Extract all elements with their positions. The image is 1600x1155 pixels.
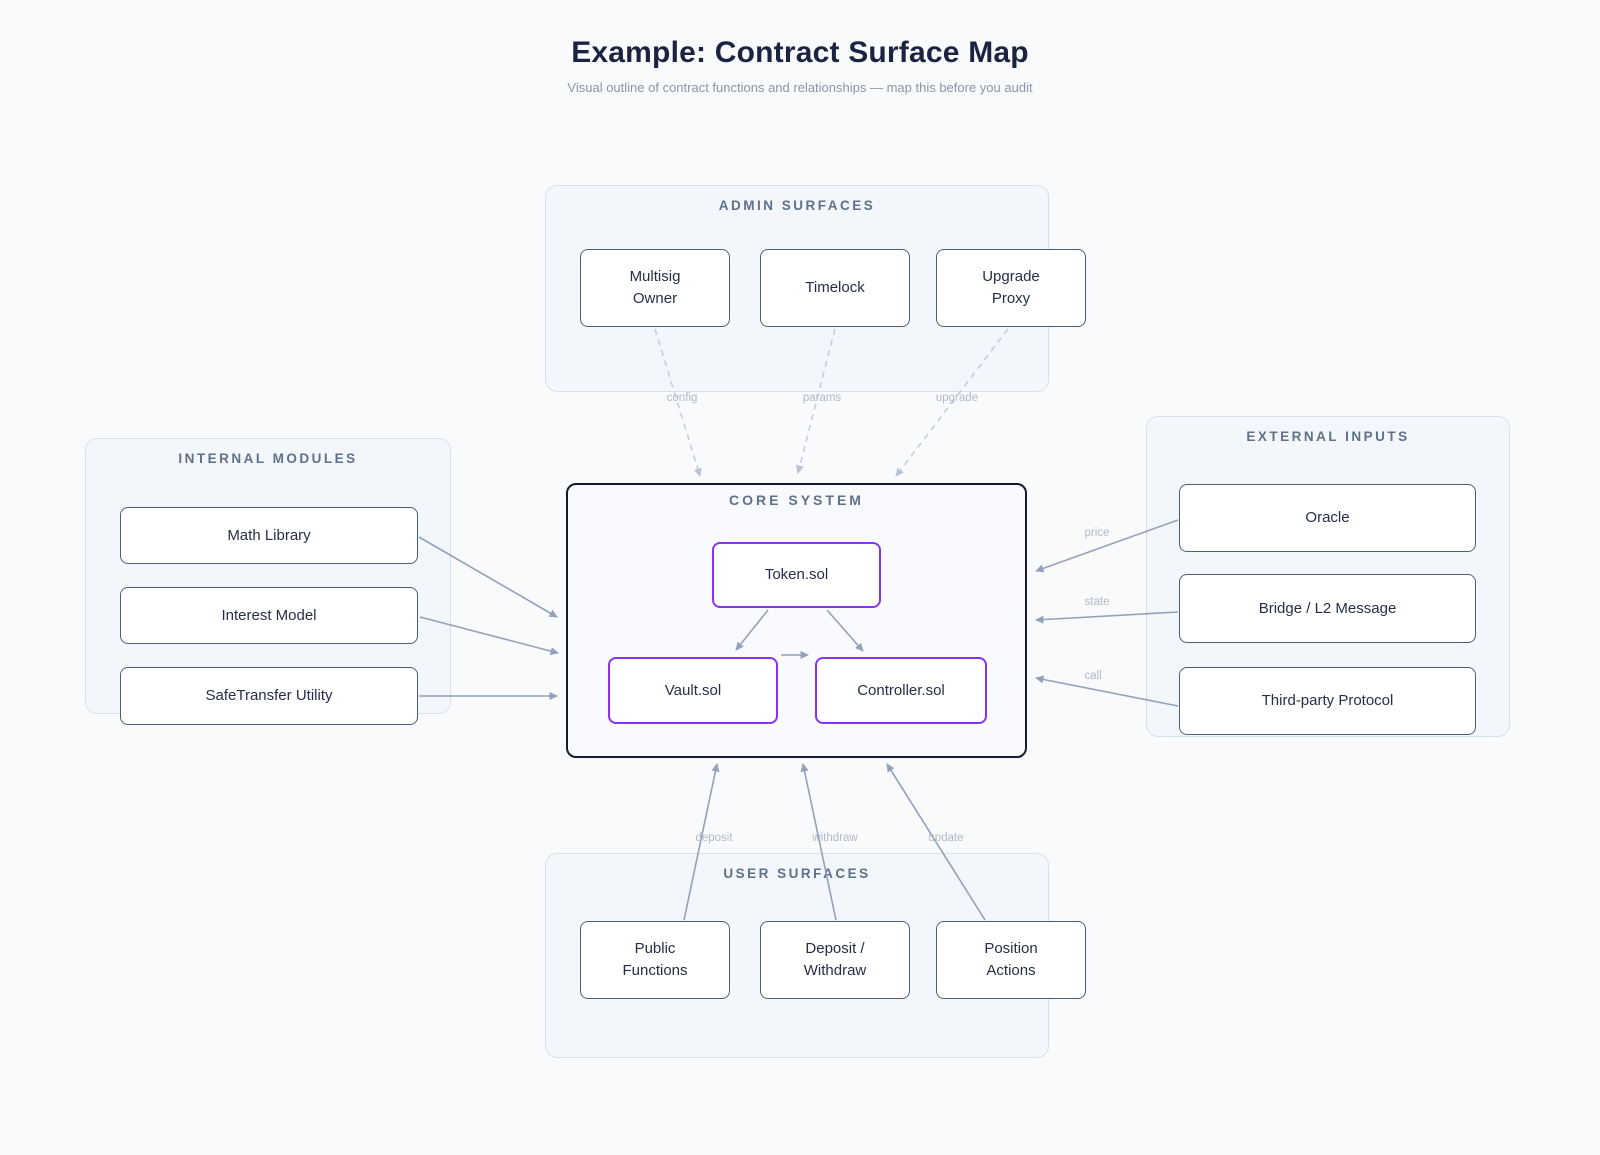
node-vault-sol: Vault.sol xyxy=(608,657,778,724)
edge-label-deposit: deposit xyxy=(695,832,733,844)
node-bridge-l2-message: Bridge / L2 Message xyxy=(1179,574,1476,643)
group-external-title: EXTERNAL INPUTS xyxy=(1246,429,1410,444)
node-oracle: Oracle xyxy=(1179,484,1476,552)
page-subtitle: Visual outline of contract functions and… xyxy=(567,80,1033,95)
group-core-title: CORE SYSTEM xyxy=(729,492,864,508)
edge-label-price: price xyxy=(1084,527,1110,539)
node-upgrade-proxy: Upgrade Proxy xyxy=(936,249,1086,327)
header: Example: Contract Surface Map Visual out… xyxy=(0,0,1600,95)
group-user-title: USER SURFACES xyxy=(723,866,871,881)
edge-label-params: params xyxy=(802,392,842,404)
group-internal-title: INTERNAL MODULES xyxy=(178,451,358,466)
edge-label-config: config xyxy=(666,392,698,404)
edge-label-withdraw: withdraw xyxy=(812,832,858,844)
page-title: Example: Contract Surface Map xyxy=(571,36,1029,69)
edge-label-update: update xyxy=(928,832,964,844)
node-interest-model: Interest Model xyxy=(120,587,418,644)
node-deposit-withdraw: Deposit / Withdraw xyxy=(760,921,910,999)
edge-label-upgrade: upgrade xyxy=(935,392,979,404)
group-admin-title: ADMIN SURFACES xyxy=(718,198,876,213)
node-safetransfer-utility: SafeTransfer Utility xyxy=(120,667,418,725)
node-third-party-protocol: Third-party Protocol xyxy=(1179,667,1476,735)
node-timelock: Timelock xyxy=(760,249,910,327)
node-math-library: Math Library xyxy=(120,507,418,564)
node-position-actions: Position Actions xyxy=(936,921,1086,999)
node-controller-sol: Controller.sol xyxy=(815,657,987,724)
edge-label-call: call xyxy=(1084,670,1102,682)
node-multisig-owner: Multisig Owner xyxy=(580,249,730,327)
node-token-sol: Token.sol xyxy=(712,542,881,608)
edge-label-state: state xyxy=(1084,596,1110,608)
node-public-functions: Public Functions xyxy=(580,921,730,999)
